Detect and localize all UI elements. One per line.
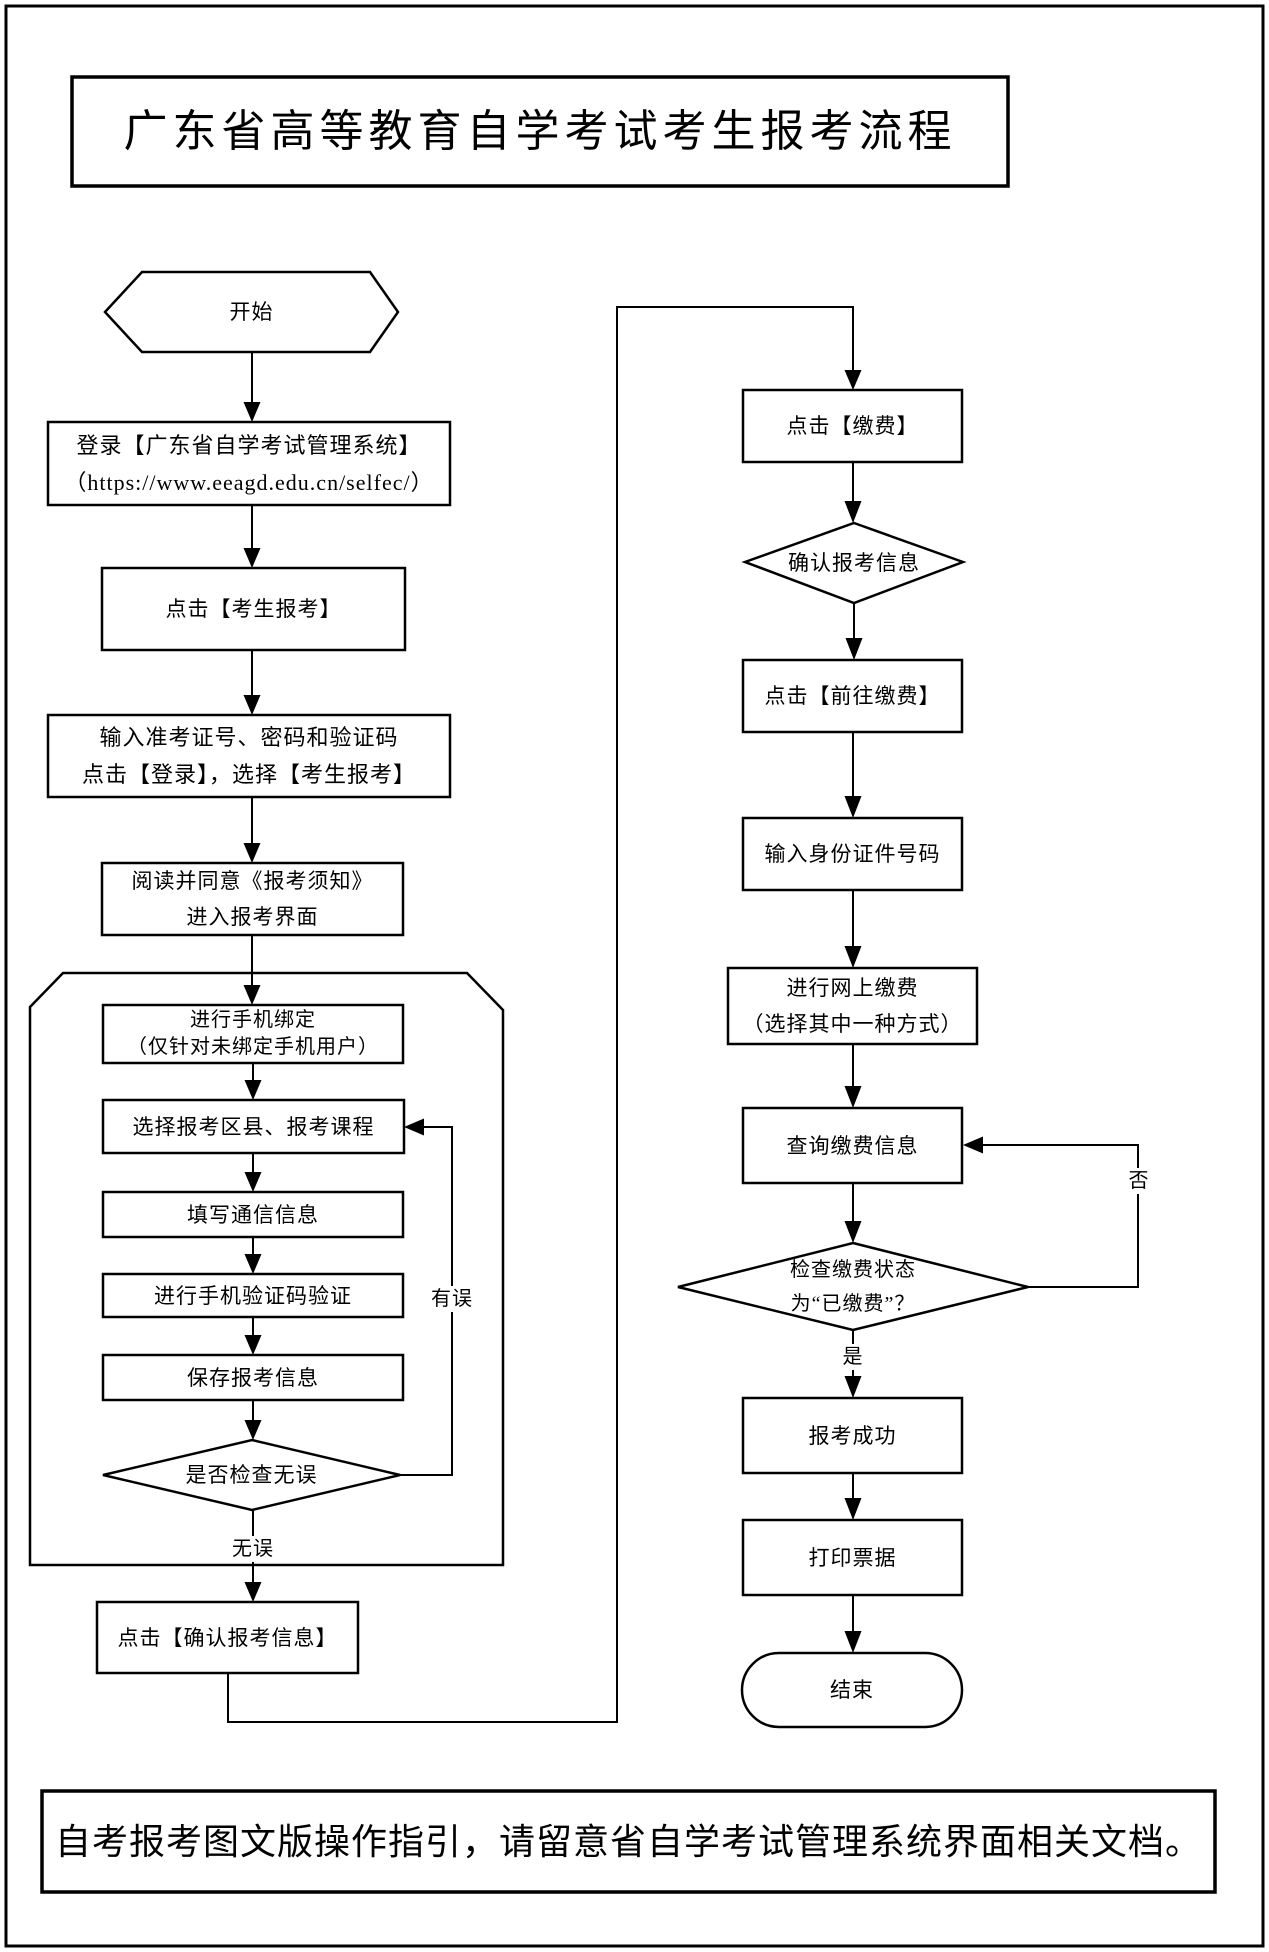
- branch-label-error: 有误: [430, 1286, 474, 1312]
- node-select-courses-shape: [101, 1098, 406, 1155]
- node-notice-shape: [100, 861, 405, 937]
- node-click-pay-shape: [741, 388, 964, 464]
- node-check-paid-line2: 为“已缴费”？: [790, 1292, 916, 1315]
- node-end-label: 结束: [830, 1678, 874, 1702]
- node-click-pay-label: 点击【缴费】: [786, 414, 919, 438]
- node-credentials-shape: [46, 713, 452, 799]
- node-bind-phone-line2: （仅针对未绑定手机用户）: [127, 1036, 379, 1058]
- node-goto-pay-label: 点击【前往缴费】: [764, 684, 941, 708]
- node-bind-phone-line1: 进行手机绑定: [190, 1009, 316, 1031]
- node-end-shape: [740, 1651, 964, 1729]
- node-confirm-info-shape: [95, 1600, 360, 1675]
- node-credentials-line2: 点击【登录】，选择【考生报考】: [81, 762, 416, 787]
- page-title: 广东省高等教育自学考试考生报考流程: [123, 106, 957, 156]
- node-success-label: 报考成功: [808, 1423, 897, 1448]
- node-online-pay-line2: （选择其中一种方式）: [742, 1012, 963, 1036]
- node-input-id-label: 输入身份证件号码: [764, 842, 941, 866]
- node-verify-sms-shape: [101, 1272, 405, 1319]
- node-save-info-label: 保存报考信息: [187, 1365, 319, 1390]
- title-box-shape: [70, 75, 1010, 188]
- node-goto-pay-shape: [741, 658, 964, 734]
- node-input-id-shape: [741, 816, 964, 892]
- node-check-ok-diamond: [102, 1438, 401, 1512]
- node-bind-phone-label: 进行手机绑定 （仅针对未绑定手机用户）: [103, 1005, 403, 1063]
- node-fill-contact-label: 填写通信信息: [187, 1202, 319, 1227]
- node-fill-contact-shape: [101, 1190, 405, 1239]
- node-start-shape: [103, 270, 400, 354]
- node-login-shape: [46, 420, 452, 507]
- node-online-pay-line1: 进行网上缴费: [786, 976, 919, 1000]
- node-online-pay-shape: [726, 966, 979, 1046]
- branch-label-yes: 是: [840, 1344, 866, 1370]
- node-select-courses-label: 选择报考区县、报考课程: [132, 1114, 375, 1139]
- node-online-pay-label: 进行网上缴费 （选择其中一种方式）: [728, 968, 977, 1044]
- node-login-line2: （https://www.eeagd.edu.cn/selfec/）: [64, 469, 434, 495]
- branch-label-no-error: 无误: [229, 1536, 277, 1562]
- node-click-register-shape: [100, 566, 407, 652]
- node-notice-line1: 阅读并同意《报考须知》: [131, 869, 374, 893]
- node-confirm-reg-diamond: [741, 521, 967, 605]
- node-click-register-label: 点击【考生报考】: [165, 597, 342, 621]
- node-print-receipt-label: 打印票据: [808, 1545, 897, 1570]
- node-query-pay-shape: [741, 1106, 964, 1185]
- node-print-receipt-shape: [741, 1518, 964, 1597]
- node-check-paid-diamond: [677, 1241, 1029, 1332]
- node-login-line1: 登录【广东省自学考试管理系统】: [76, 432, 422, 458]
- footer-note-box-shape: [40, 1789, 1217, 1894]
- node-verify-sms-label: 进行手机验证码验证: [154, 1283, 352, 1308]
- node-check-ok-label: 是否检查无误: [185, 1463, 318, 1487]
- node-notice-label: 阅读并同意《报考须知》 进入报考界面: [102, 863, 403, 935]
- node-notice-line2: 进入报考界面: [186, 905, 319, 929]
- node-check-paid-line1: 检查缴费状态: [790, 1258, 916, 1281]
- node-confirm-info-label: 点击【确认报考信息】: [117, 1625, 338, 1650]
- node-query-pay-label: 查询缴费信息: [786, 1133, 919, 1158]
- branch-label-no: 否: [1126, 1168, 1152, 1194]
- node-credentials-label: 输入准考证号、密码和验证码 点击【登录】，选择【考生报考】: [48, 715, 450, 797]
- footer-note: 自考报考图文版操作指引，请留意省自学考试管理系统界面相关文档。: [54, 1821, 1202, 1862]
- node-bind-phone-shape: [101, 1003, 405, 1065]
- node-save-info-shape: [101, 1353, 405, 1402]
- page-border: [4, 4, 1265, 1948]
- node-confirm-reg-label: 确认报考信息: [788, 551, 920, 575]
- node-success-shape: [741, 1396, 964, 1475]
- node-start-label: 开始: [229, 300, 274, 324]
- node-credentials-line1: 输入准考证号、密码和验证码: [99, 725, 399, 750]
- node-login-label: 登录【广东省自学考试管理系统】 （https://www.eeagd.edu.c…: [48, 422, 450, 505]
- node-check-paid-label: 检查缴费状态 为“已缴费”？: [678, 1243, 1028, 1330]
